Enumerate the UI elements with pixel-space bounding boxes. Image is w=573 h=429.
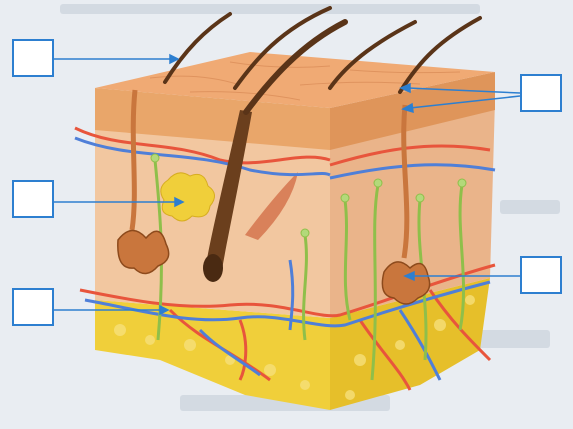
fat-cell-label-box[interactable] [12,180,54,218]
hair-label-box[interactable] [12,39,54,77]
dermis-front [95,120,330,318]
epidermis-label-box[interactable] [520,74,562,112]
vessel-label-box[interactable] [12,288,54,326]
sweat-gland-label-box[interactable] [520,256,562,294]
